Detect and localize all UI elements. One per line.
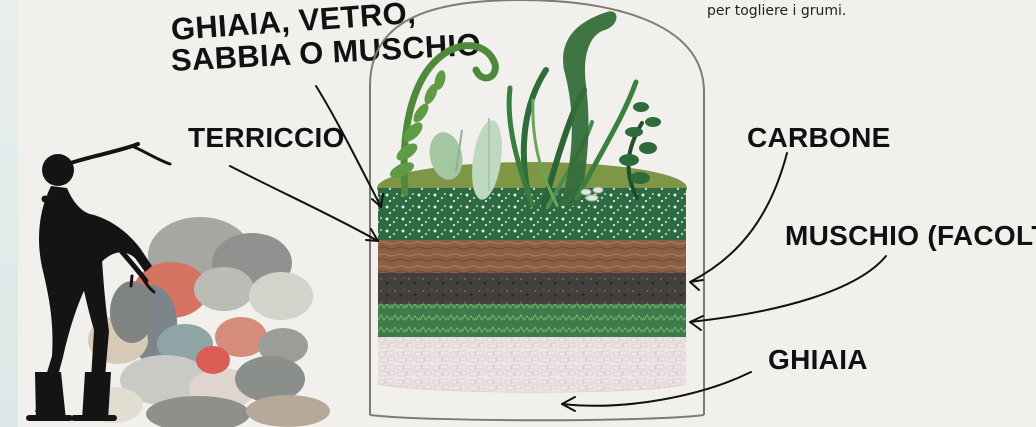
- layer-ghiaia: [378, 337, 686, 392]
- glass-base: [370, 415, 704, 420]
- terrarium-layers: [377, 162, 687, 392]
